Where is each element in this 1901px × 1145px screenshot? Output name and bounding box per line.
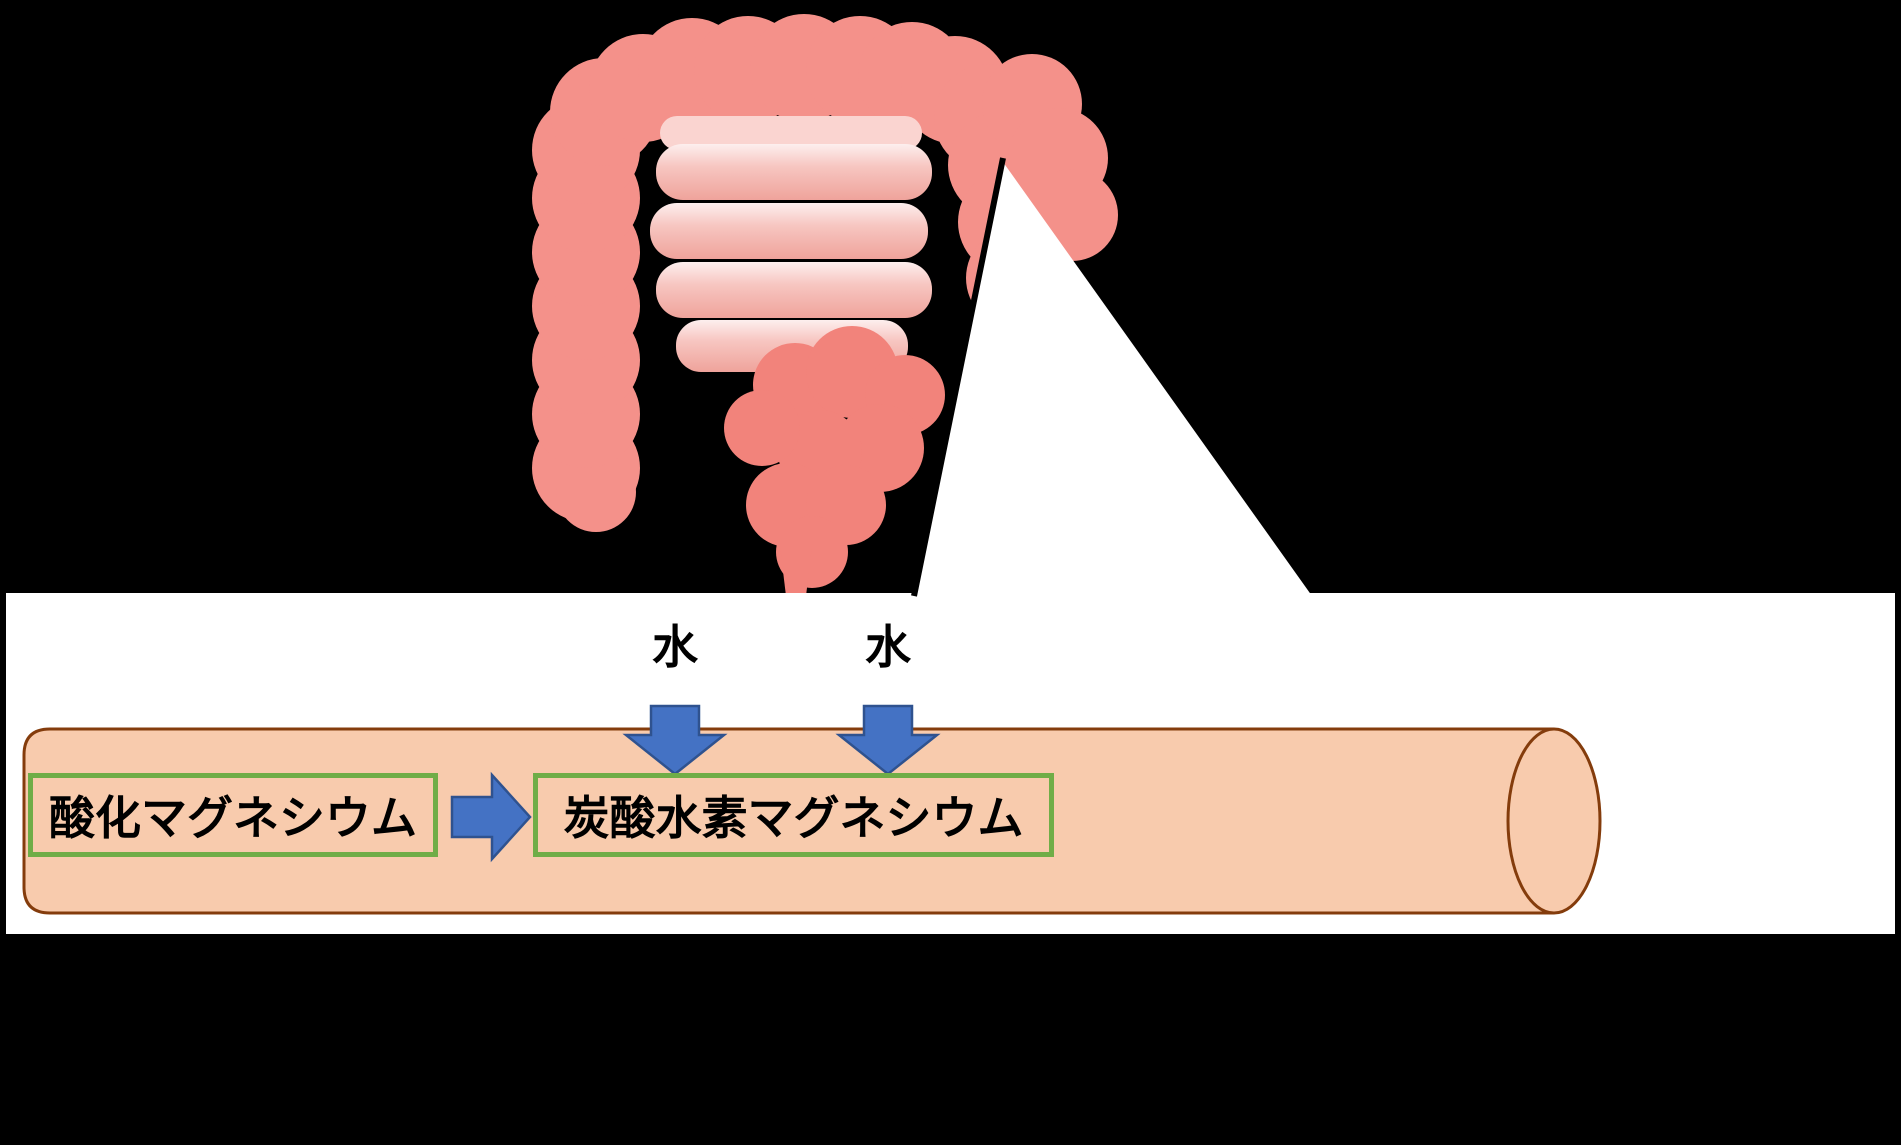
reactant-box: 酸化マグネシウム (28, 773, 438, 857)
water-down-arrow-1 (622, 704, 728, 776)
water-label-2: 水 (865, 620, 911, 674)
water-down-arrow-2 (835, 704, 941, 776)
callout-edge-line (911, 157, 1006, 597)
tube-end-ellipse (1506, 727, 1602, 915)
reaction-right-arrow (450, 771, 532, 863)
product-box: 炭酸水素マグネシウム (533, 773, 1054, 857)
magnifier-callout-triangle (914, 162, 1312, 596)
rectum-icon (779, 538, 813, 596)
large-intestine-icon (532, 14, 1118, 532)
sigmoid-colon-icon (724, 326, 945, 596)
small-intestine-coils-icon (650, 116, 932, 372)
water-label-1: 水 (652, 620, 698, 674)
